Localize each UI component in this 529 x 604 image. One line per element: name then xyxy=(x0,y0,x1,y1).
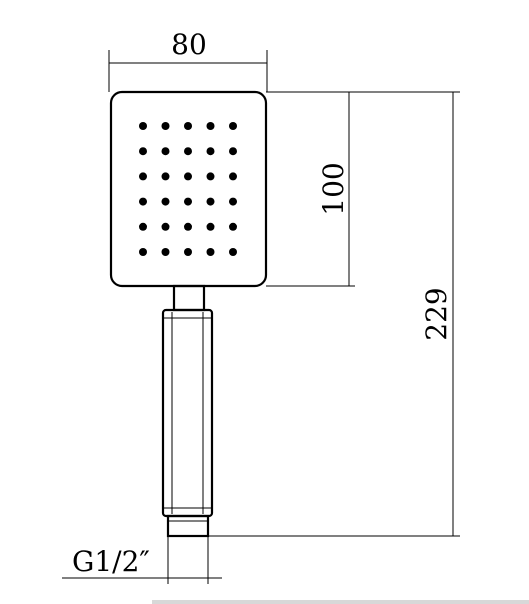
nozzle-dot xyxy=(161,122,170,130)
nozzle-dot xyxy=(139,197,147,206)
nozzle-dot xyxy=(184,122,192,130)
nozzle-dot xyxy=(206,197,215,206)
nozzle-dot xyxy=(139,222,147,231)
nozzle-dot xyxy=(161,197,170,206)
nozzle-dot xyxy=(229,172,237,181)
nozzle-dot xyxy=(161,147,170,156)
nozzle-dot xyxy=(229,147,237,156)
width-label: 80 xyxy=(171,28,207,61)
nozzle-dot xyxy=(229,197,237,206)
shower-head-face xyxy=(109,90,268,288)
nozzle-dot xyxy=(161,172,170,181)
nozzle-dot xyxy=(184,197,192,206)
nozzle-dot xyxy=(184,172,192,181)
total-length-dimension: 229 xyxy=(208,91,460,537)
nozzle-dot xyxy=(229,248,237,256)
bottom-scroll-strip xyxy=(152,600,529,604)
width-dimension: 80 xyxy=(108,28,268,92)
nozzle-dot xyxy=(206,248,215,256)
nozzle-dot xyxy=(229,222,237,231)
nozzle-dot xyxy=(139,122,147,130)
nozzle-dot xyxy=(184,222,192,231)
nozzle-dot xyxy=(139,147,147,156)
nozzle-dot xyxy=(161,222,170,231)
thread-dimension: G1/2″ xyxy=(62,536,222,584)
thread-connector xyxy=(166,514,210,538)
shower-handle xyxy=(161,308,214,518)
nozzle-dot xyxy=(206,222,215,231)
nozzle-dot xyxy=(139,248,147,256)
nozzle-dot xyxy=(206,172,215,181)
nozzle-dot xyxy=(184,248,192,256)
nozzle-dot xyxy=(229,122,237,130)
nozzle-dot xyxy=(139,172,147,181)
nozzle-grid xyxy=(139,122,237,256)
head-height-dimension: 100 xyxy=(266,91,355,287)
nozzle-dot xyxy=(206,122,215,130)
nozzle-dot xyxy=(184,147,192,156)
head-height-label: 100 xyxy=(317,162,350,215)
nozzle-dot xyxy=(206,147,215,156)
nozzle-dot xyxy=(161,248,170,256)
shower-neck xyxy=(172,284,206,312)
thread-label: G1/2″ xyxy=(72,545,150,578)
total-length-label: 229 xyxy=(420,287,453,340)
